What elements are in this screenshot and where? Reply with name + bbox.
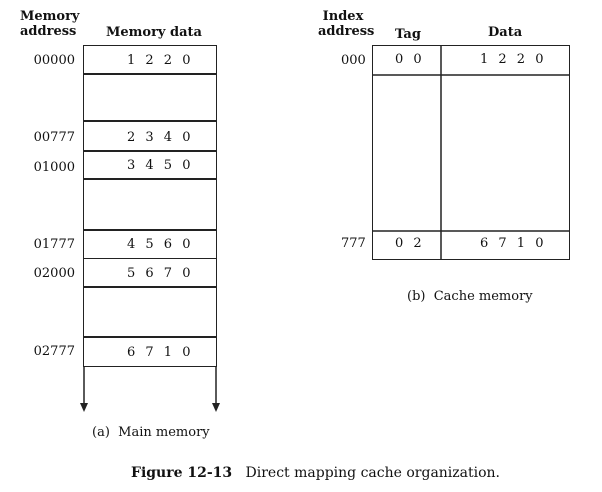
left-arrow-head-icon (80, 403, 88, 412)
cache-table (372, 45, 570, 260)
cache-data-value: 1 2 2 0 (480, 52, 547, 67)
figure-label: Figure 12-13 (131, 465, 233, 481)
figure-caption: Figure 12-13 Direct mapping cache organi… (131, 465, 500, 481)
memory-gap-block (83, 73, 217, 121)
memory-cell: 2 3 4 0 (83, 121, 217, 152)
caption-label: (a) (92, 425, 110, 440)
right-arrow-head-icon (212, 403, 220, 412)
caption-label: (b) (407, 289, 426, 304)
memory-cell-value: 4 5 6 0 (127, 237, 194, 252)
memory-address-header: Memory address (20, 9, 80, 39)
tag-header: Tag (395, 27, 421, 42)
index-address-header: Index address (318, 9, 375, 39)
cache-memory-caption: (b) Cache memory (407, 289, 533, 304)
memory-gap-block (83, 178, 217, 231)
memory-cell-value: 2 3 4 0 (127, 130, 194, 145)
memory-cell: 1 2 2 0 (83, 45, 217, 75)
memory-address-header-line1: Memory (20, 9, 80, 24)
memory-cell-value: 5 6 7 0 (127, 266, 194, 281)
index-address-header-line2: address (318, 24, 375, 39)
caption-text: Cache memory (433, 289, 533, 304)
caption-text: Main memory (118, 425, 210, 440)
memory-cell: 3 4 5 0 (83, 150, 217, 180)
main-memory-caption: (a) Main memory (92, 425, 210, 440)
memory-gap-block (83, 286, 217, 338)
memory-cell-value: 1 2 2 0 (127, 53, 194, 68)
memory-data-header: Memory data (106, 25, 202, 40)
memory-address-header-line2: address (20, 24, 77, 39)
index-address-header-line1: Index (322, 9, 364, 24)
memory-address-label: 00777 (33, 130, 75, 145)
cache-data-value: 6 7 1 0 (480, 236, 547, 251)
cache-tag-value: 0 2 (395, 236, 425, 251)
memory-cell-value: 3 4 5 0 (127, 158, 194, 173)
cache-data-header: Data (488, 25, 523, 40)
memory-cell-value: 6 7 1 0 (127, 345, 194, 360)
cache-tag-value: 0 0 (395, 52, 425, 67)
memory-address-label: 02777 (33, 344, 75, 359)
memory-address-label: 01000 (33, 160, 75, 175)
index-address-label: 000 (341, 53, 366, 68)
memory-address-label: 02000 (33, 266, 75, 281)
memory-cell: 6 7 1 0 (83, 336, 217, 367)
figure-title: Direct mapping cache organization. (245, 465, 501, 481)
index-address-label: 777 (341, 236, 366, 251)
memory-cell: 5 6 7 0 (83, 258, 217, 288)
memory-address-label: 00000 (33, 53, 75, 68)
memory-address-label: 01777 (33, 237, 75, 252)
